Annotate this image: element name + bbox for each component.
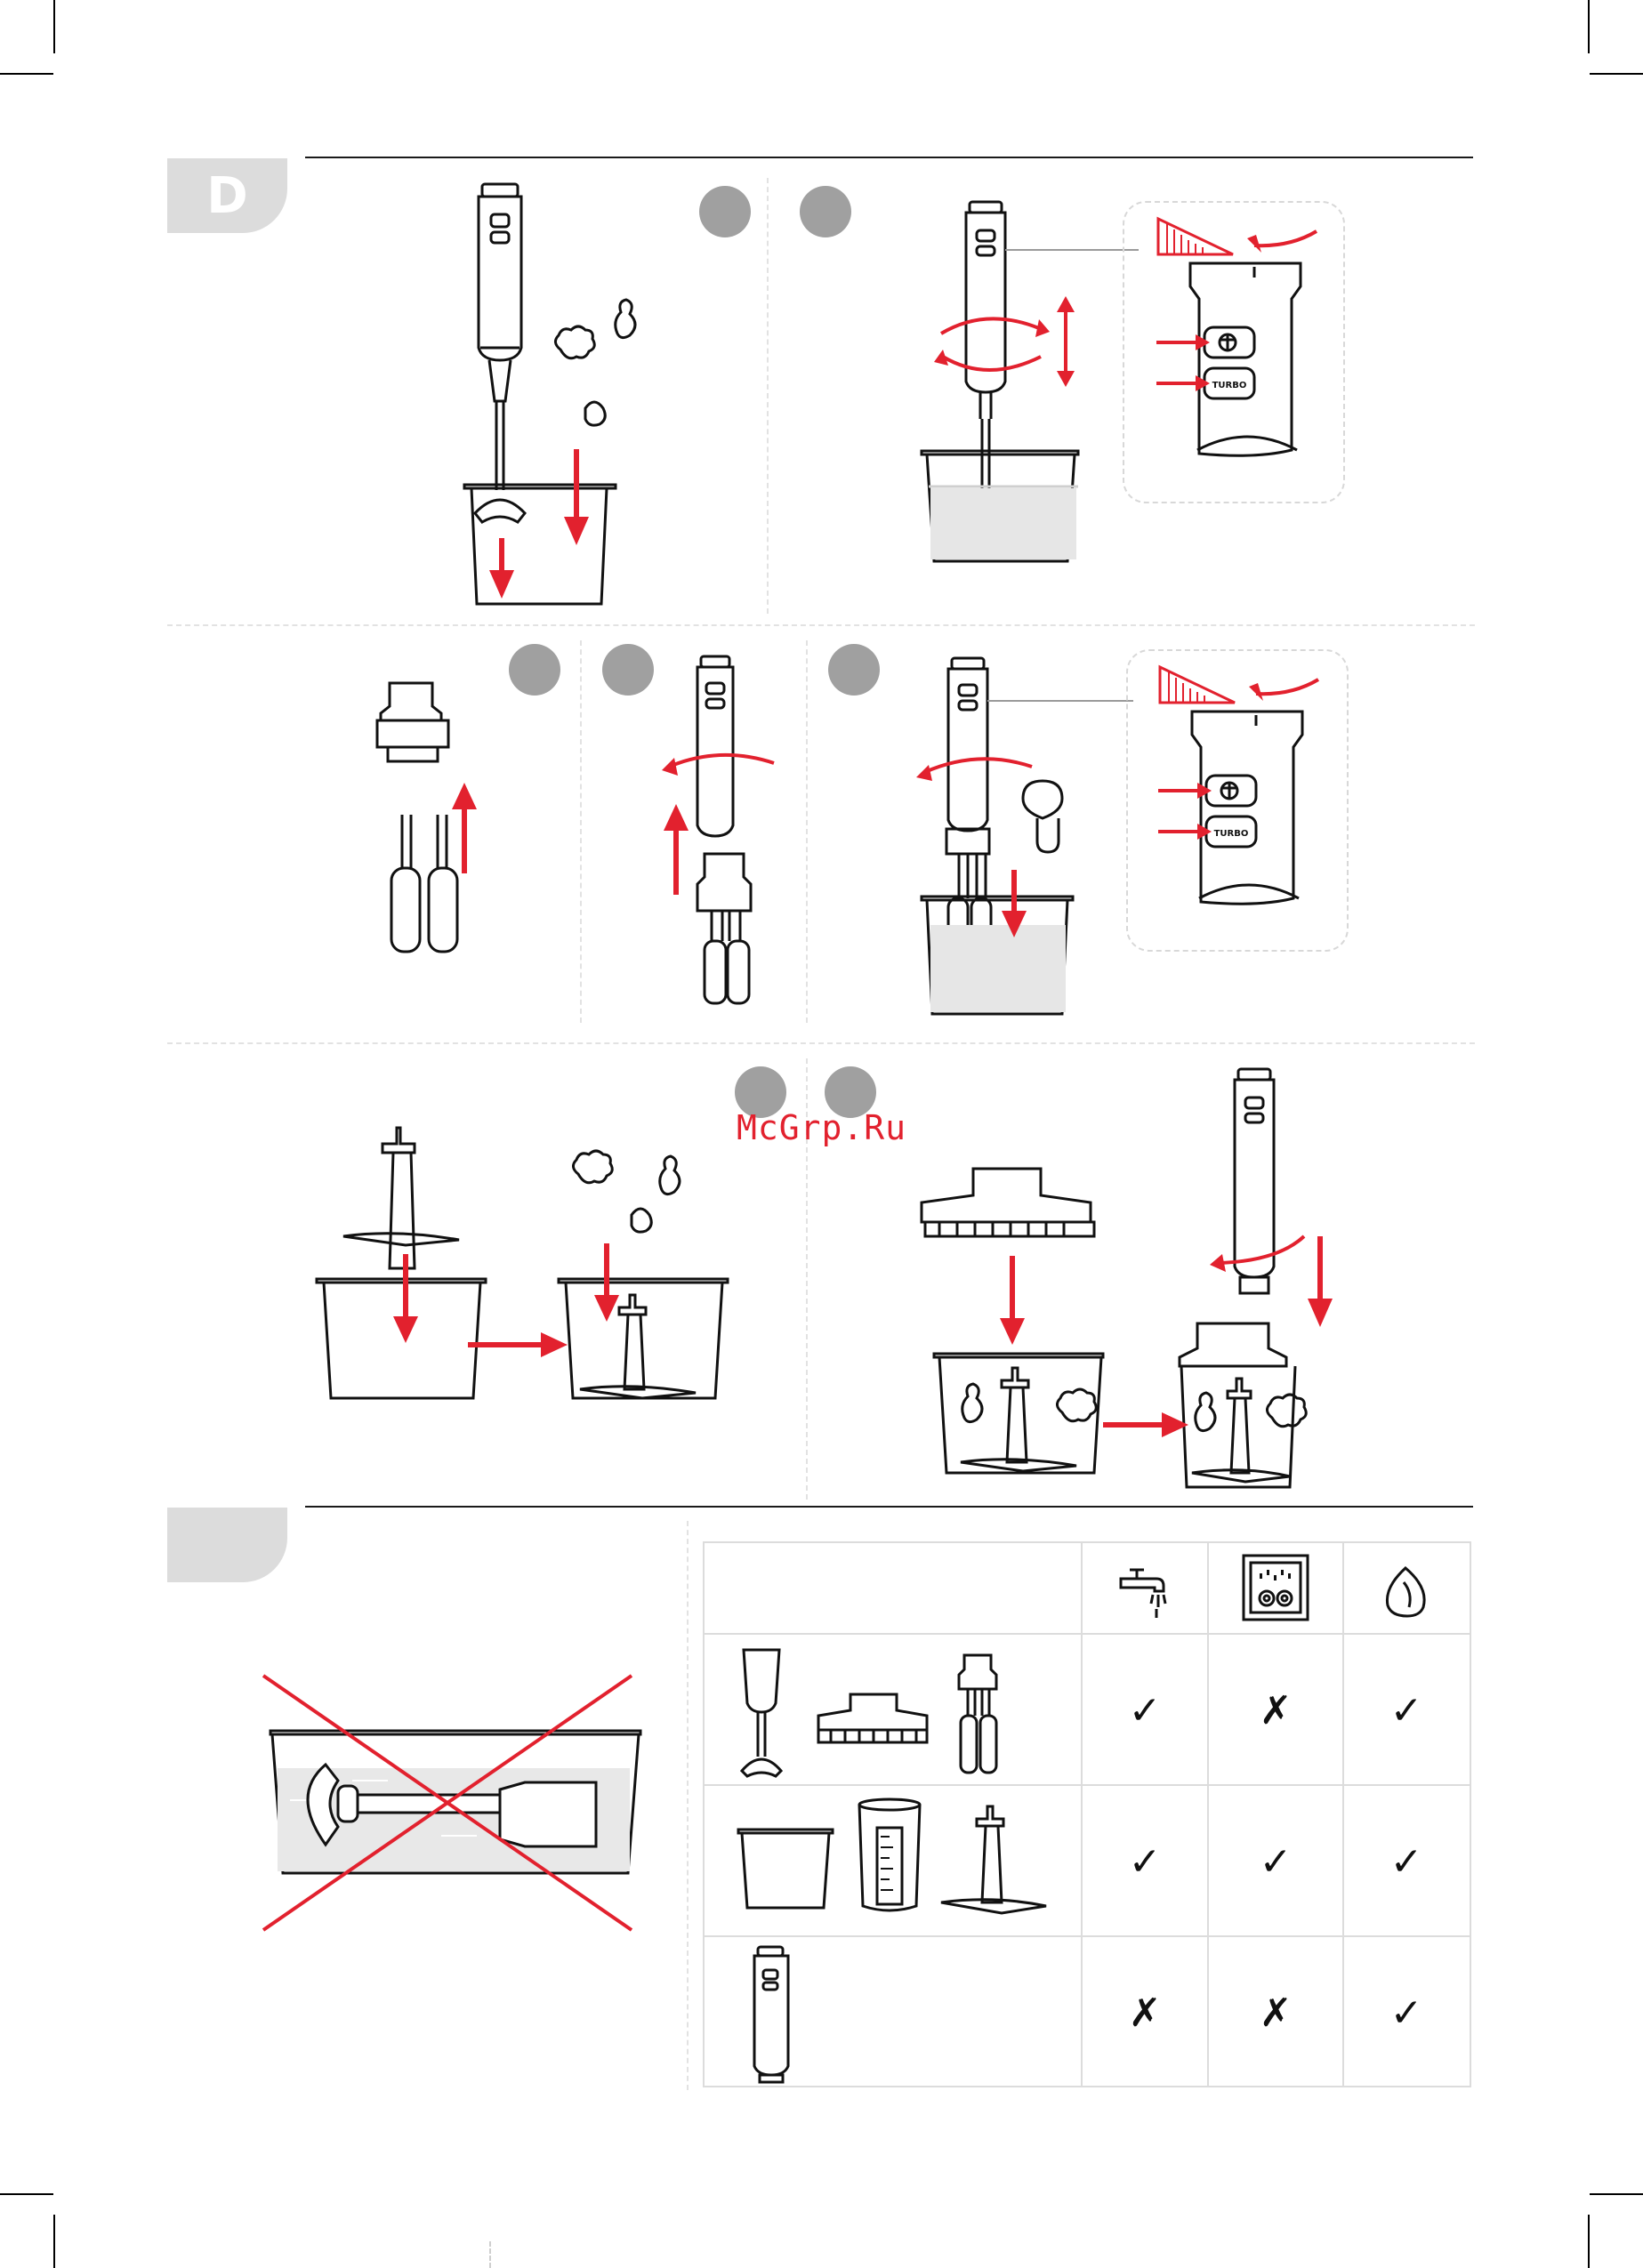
section-e-rule	[305, 1506, 1473, 1508]
column-divider	[489, 2241, 491, 2268]
cleaning-mark: ✓	[1380, 1684, 1433, 1737]
speed-control-detail: TURBO	[1148, 213, 1343, 498]
cleaning-mark: ✓	[1380, 1835, 1433, 1888]
blending-illustration	[916, 200, 1121, 583]
wipe-cloth-icon	[1382, 1564, 1432, 1620]
step-circle	[800, 186, 851, 237]
chopper-bowl-icon	[737, 1824, 834, 1913]
column-divider	[687, 1521, 689, 2090]
column-divider	[767, 178, 769, 614]
column-divider	[806, 640, 808, 1023]
blender-leg-icon	[737, 1646, 790, 1780]
whisk-adapter-icon	[952, 1652, 1005, 1781]
section-d-label: D	[206, 167, 247, 225]
speed-control-detail: TURBO	[1149, 662, 1345, 946]
section-d-badge: D	[167, 158, 287, 233]
turbo-label: TURBO	[1214, 829, 1249, 839]
cleaning-table: ✓ ✗ ✓ ✓ ✓ ✓ ✗ ✗ ✓	[703, 1541, 1471, 2087]
whisk-adapter-illustration	[365, 681, 525, 984]
cleaning-mark: ✓	[1380, 1986, 1433, 2039]
crop-mark	[0, 2193, 53, 2195]
cleaning-mark: ✓	[1118, 1835, 1172, 1888]
motor-unit-icon	[749, 1945, 793, 2084]
crop-mark	[1588, 2215, 1590, 2268]
column-divider	[580, 640, 582, 1023]
crop-mark	[1590, 73, 1643, 75]
crop-mark	[53, 0, 55, 53]
cleaning-mark: ✓	[1249, 1835, 1302, 1888]
cleaning-mark: ✗	[1118, 1986, 1172, 2039]
section-d-rule	[305, 157, 1473, 158]
step-circle	[828, 644, 880, 696]
cleaning-mark: ✓	[1118, 1684, 1172, 1737]
whisking-illustration	[916, 656, 1130, 1030]
tap-water-icon	[1117, 1563, 1171, 1625]
step-circle	[602, 644, 654, 696]
do-not-immerse-illustration	[263, 1676, 646, 1930]
measuring-beaker-icon	[854, 1796, 925, 1917]
turbo-label: TURBO	[1212, 381, 1247, 390]
section-e-badge	[167, 1508, 287, 1582]
row-divider	[167, 624, 1475, 626]
row-divider	[167, 1042, 1475, 1044]
chopper-blade-icon	[936, 1803, 1051, 1922]
crop-mark	[1590, 2193, 1643, 2195]
table-grid	[703, 1541, 1471, 2087]
watermark-text: McGrp.Ru	[737, 1108, 906, 1147]
cleaning-mark: ✗	[1249, 1986, 1302, 2039]
cleaning-mark: ✗	[1249, 1684, 1302, 1737]
chopper-lid-icon	[815, 1691, 930, 1755]
crop-mark	[0, 73, 53, 75]
blender-insert-illustration	[463, 182, 712, 609]
whisk-attach-illustration	[658, 655, 783, 1010]
crop-mark	[1588, 0, 1590, 53]
crop-mark	[53, 2215, 55, 2268]
chopper-lid-illustration	[916, 1067, 1379, 1494]
chopper-blade-illustration	[311, 1122, 738, 1425]
dishwasher-icon	[1242, 1554, 1309, 1621]
